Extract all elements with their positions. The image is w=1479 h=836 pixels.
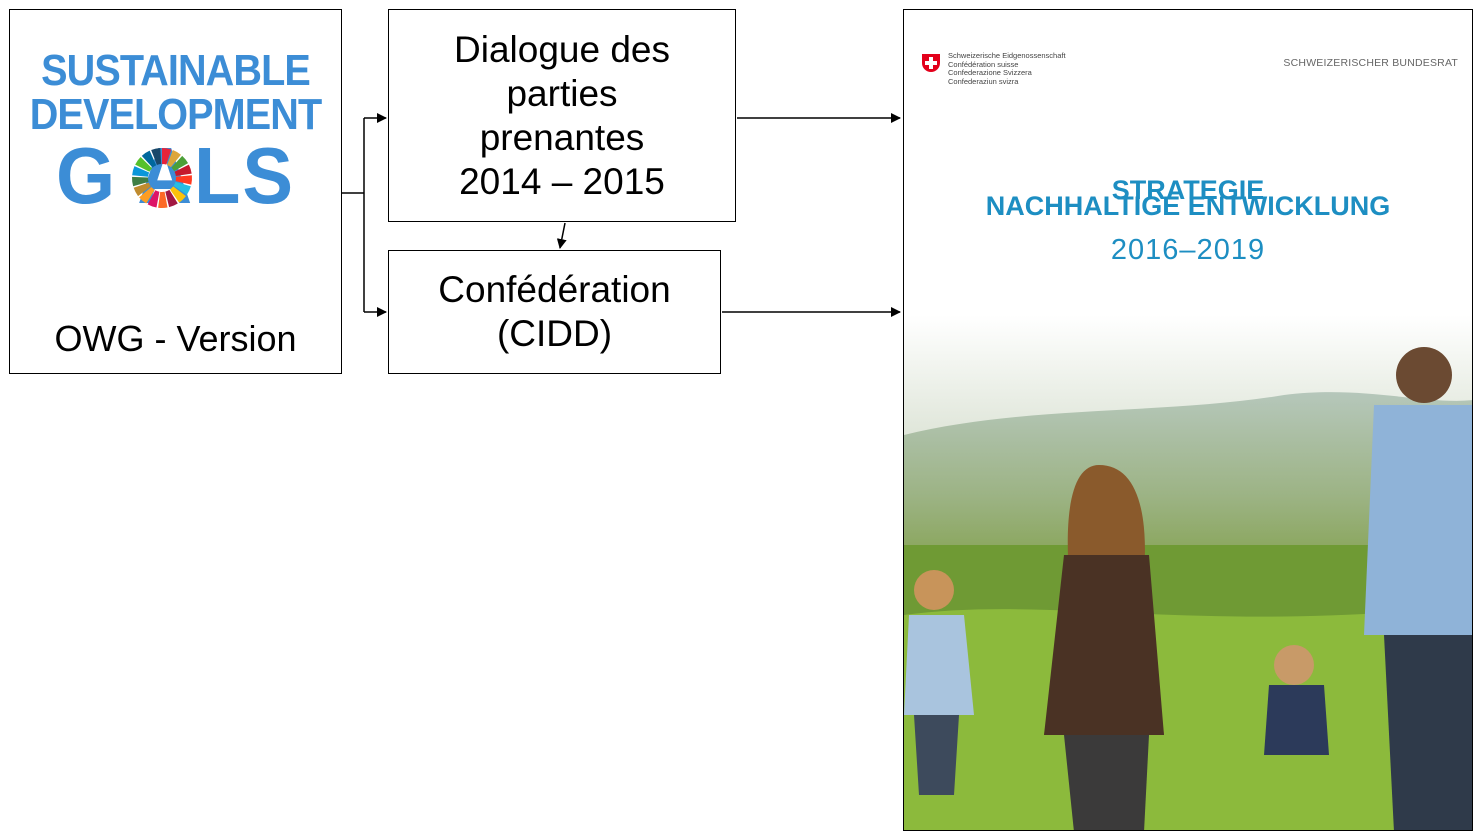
sdg-wheel-segment [175,175,192,185]
sdg-wheel-segment [139,187,155,204]
admin-line: Confederaziun svizra [948,76,1019,86]
cover-title-line2: NACHHALTIGE ENTWICKLUNG [985,191,1391,221]
sdg-wheel-segment [141,150,157,168]
dialogue-line: 2014 – 2015 [459,160,665,202]
sdg-wheel-segment [135,156,153,172]
sdg-logo-line1: SUSTAINABLE [41,46,311,95]
sdg-wheel-segment [171,155,189,172]
admin-line: Confédération suisse [948,59,1019,69]
sdg-wheel-segment [133,182,151,197]
sdg-wheel-segment [147,190,160,208]
swiss-cross-icon [922,54,940,72]
federal-administration-lines: Schweizerische Eidgenossenschaft Confédé… [948,51,1066,86]
confederation-box: Confédération (CIDD) [388,250,721,374]
sdg-wheel-segment [174,164,192,176]
dialogue-line: prenantes [479,116,645,158]
confederation-line: (CIDD) [496,313,613,354]
sdg-wheel-icon [132,148,192,208]
dialogue-line: parties [506,72,618,114]
dialogue-box: Dialogue des parties prenantes 2014 – 20… [388,9,736,222]
sdg-wheel-segment [158,191,168,208]
confederation-line: Confédération [438,269,671,310]
dialogue-line: Dialogue des [454,28,670,70]
strategy-cover: Schweizerische Eidgenossenschaft Confédé… [903,9,1473,831]
admin-line: Confederazione Svizzera [948,68,1032,77]
sdg-wheel-segment [132,166,150,177]
sdg-wheel-segment [167,150,181,168]
sdg-wheel-segment [170,186,186,203]
sdg-wheel-segment [173,181,191,195]
sdg-wheel-segment [132,176,149,187]
sdg-logo-line2: DEVELOPMENT [29,90,322,139]
cover-title-line1: STRATEGIE [1111,175,1265,205]
family-walking-photo-icon [904,315,1472,830]
cover-years: 2016–2019 [1110,234,1266,266]
sdg-wheel-segment [151,148,162,165]
arrow-dialogue-to-confederation [556,222,567,249]
federal-council-label: SCHWEIZERISCHER BUNDESRAT [1283,57,1458,69]
sdg-box: SUSTAINABLE DEVELOPMENT G ALS OWG - Vers… [9,9,342,374]
sdg-wheel-segment [165,189,178,208]
sdg-wheel-segment [162,148,172,165]
admin-line: Schweizerische Eidgenossenschaft [948,51,1066,60]
owg-version-label: OWG - Version [54,318,297,359]
